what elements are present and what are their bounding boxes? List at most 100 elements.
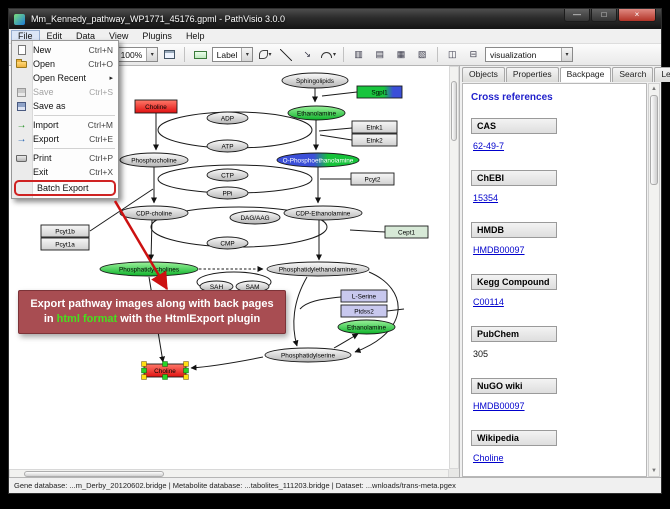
annotation-text-before: Export pathway images along with back pa… <box>30 298 274 325</box>
minimize-button[interactable]: — <box>564 9 590 22</box>
pathway-node-ethanolamine-right[interactable]: Ethanolamine <box>337 319 396 335</box>
xref-id-link[interactable]: HMDB00097 <box>473 245 525 255</box>
zoom-fit-button[interactable] <box>160 46 179 64</box>
zoom-select[interactable]: 100%▾ <box>115 47 159 62</box>
pathway-node-ptdss2[interactable]: Ptdss2 <box>340 304 388 318</box>
arc-icon <box>320 51 332 58</box>
scroll-up-icon[interactable]: ▲ <box>651 86 657 92</box>
scroll-down-icon[interactable]: ▼ <box>651 468 657 474</box>
sidebar-scrollbar[interactable]: ▲ ▼ <box>648 83 660 477</box>
selection-handle[interactable] <box>183 361 189 367</box>
gene-product-tool-button[interactable] <box>190 46 209 64</box>
pathway-node-etnk2[interactable]: Etnk2 <box>351 133 398 147</box>
stack-vertical-button[interactable]: ⊟ <box>464 46 483 64</box>
selection-handle[interactable] <box>162 374 168 380</box>
pathway-node-cmp[interactable]: CMP <box>206 236 249 250</box>
maximize-button[interactable]: □ <box>591 9 617 22</box>
svg-text:Phosphatidylethanolamines: Phosphatidylethanolamines <box>279 266 357 273</box>
annotation-highlight: html format <box>56 312 118 325</box>
chevron-down-icon: ▾ <box>146 48 158 61</box>
align-top-button[interactable]: ▧ <box>413 46 432 64</box>
close-button[interactable]: × <box>618 9 656 22</box>
xref-id-link[interactable]: HMDB00097 <box>473 401 525 411</box>
menu-item-label: Exit <box>33 167 49 177</box>
pathway-node-phosphatidylserine[interactable]: Phosphatidylserine <box>264 347 352 363</box>
pathway-node-l-serine[interactable]: L-Serine <box>340 289 388 303</box>
menu-view[interactable]: View <box>109 31 129 41</box>
stack-horizontal-button[interactable]: ◫ <box>443 46 462 64</box>
pathway-node-phosphatidylethanolamines[interactable]: Phosphatidylethanolamines <box>266 261 370 277</box>
xref-id-link[interactable]: C00114 <box>473 297 504 307</box>
pathway-node-phosphocholine[interactable]: Phosphocholine <box>119 152 189 168</box>
pathway-node-cept1[interactable]: Cept1 <box>384 225 429 239</box>
pathway-node-o-phosphoethanolamine[interactable]: O-Phosphoethanolamine <box>276 152 360 168</box>
pathway-node-dag[interactable]: DAG/AAG <box>229 210 281 225</box>
menu-help[interactable]: Help <box>185 31 205 41</box>
menu-plugins[interactable]: Plugins <box>142 31 172 41</box>
pathway-node-phosphatidylcholines[interactable]: Phosphatidylcholines <box>99 261 199 277</box>
align-center-x-button[interactable]: ▥ <box>349 46 368 64</box>
scrollbar-thumb[interactable] <box>650 95 658 185</box>
pathway-node-ctp[interactable]: CTP <box>206 168 249 182</box>
canvas-vertical-scrollbar[interactable] <box>449 66 459 469</box>
tab-legend[interactable]: Legend <box>654 67 670 82</box>
xref-source-label: NuGO wiki <box>471 378 557 394</box>
chevron-down-icon: ▾ <box>332 52 336 58</box>
svg-text:CTP: CTP <box>221 172 234 179</box>
pathway-node-cdp-ethanolamine[interactable]: CDP-Ethanolamine <box>283 205 363 221</box>
pathway-node-ethanolamine-top[interactable]: Ethanolamine <box>287 105 346 121</box>
align-left-button[interactable]: ▦ <box>391 46 410 64</box>
pathway-node-sgpl1[interactable]: Sgpl1 <box>356 85 403 99</box>
tab-properties[interactable]: Properties <box>505 67 559 82</box>
pathway-node-sphingolipids[interactable]: Sphingolipids <box>281 72 349 89</box>
selection-handle[interactable] <box>141 367 147 374</box>
pathway-node-adp[interactable]: ADP <box>206 111 249 125</box>
pathway-node-atp[interactable]: ATP <box>206 139 249 153</box>
selection-handle[interactable] <box>141 374 147 380</box>
pathway-node-pcyt2[interactable]: Pcyt2 <box>350 172 395 186</box>
arrow-tool-button[interactable]: ↘ <box>298 46 317 64</box>
align-center-y-button[interactable]: ▤ <box>370 46 389 64</box>
pathway-node-etnk1[interactable]: Etnk1 <box>351 120 398 134</box>
pathway-node-choline-bottom[interactable]: Choline <box>141 361 189 380</box>
selection-handle[interactable] <box>183 367 189 374</box>
selection-handle[interactable] <box>162 361 168 367</box>
selection-handle[interactable] <box>183 374 189 380</box>
menu-edit[interactable]: Edit <box>46 31 63 41</box>
svg-text:Sphingolipids: Sphingolipids <box>296 78 334 85</box>
toolbar-separator <box>343 47 345 62</box>
visualization-select[interactable]: visualization▾ <box>485 47 573 62</box>
tab-objects[interactable]: Objects <box>462 67 505 82</box>
file-menu-item-batch-export[interactable]: Batch Export <box>14 180 116 196</box>
shape-tool-button[interactable]: ▾ <box>255 46 274 64</box>
menu-data[interactable]: Data <box>76 31 96 41</box>
xref-id-link[interactable]: Choline <box>473 453 504 463</box>
scrollbar-thumb[interactable] <box>451 81 457 141</box>
line-tool-button[interactable] <box>277 46 296 64</box>
file-menu-item-open-recent[interactable]: Open Recent▸ <box>12 71 118 85</box>
tab-backpage[interactable]: Backpage <box>559 67 612 82</box>
selection-handle[interactable] <box>141 361 147 367</box>
menu-item-shortcut: Ctrl+P <box>89 153 113 163</box>
xref-id-link[interactable]: 62-49-7 <box>473 141 505 151</box>
pathway-node-pcyt1a[interactable]: Pcyt1a <box>40 237 90 251</box>
titlebar[interactable]: Mm_Kennedy_pathway_WP1771_45176.gpml - P… <box>9 9 661 29</box>
connector-tool-button[interactable]: ▾ <box>319 46 338 64</box>
pathway-node-cdp-choline[interactable]: CDP-choline <box>119 205 189 221</box>
pathway-node-pcyt1b[interactable]: Pcyt1b <box>40 224 90 238</box>
pathway-node-choline-top[interactable]: Choline <box>134 99 178 114</box>
xref-id-link[interactable]: 15354 <box>473 193 499 203</box>
label-tool-select[interactable]: Label▾ <box>211 47 254 62</box>
pathway-node-ppi[interactable]: PPi <box>206 186 249 200</box>
tab-search[interactable]: Search <box>612 67 654 82</box>
file-menu-item-save-as[interactable]: Save as <box>12 99 118 113</box>
scrollbar-thumb[interactable] <box>24 471 164 477</box>
